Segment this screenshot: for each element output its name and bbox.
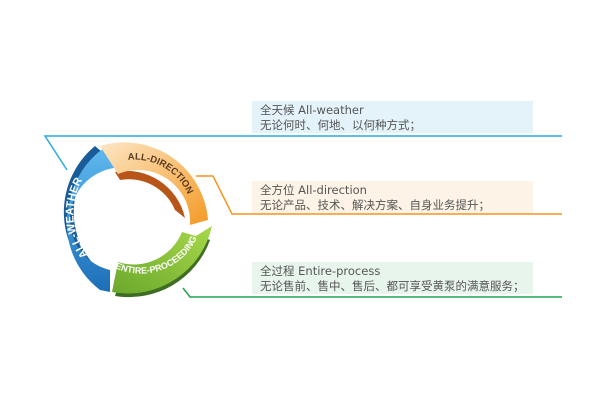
info-title: 全方位 All-direction bbox=[260, 183, 367, 197]
info-box-entire-process: 全过程 Entire-process 无论售前、售中、售后、都可享受黄泵的满意服… bbox=[252, 262, 533, 294]
info-title: 全天候 All-weather bbox=[260, 103, 364, 117]
connector-line-entire-process bbox=[182, 287, 562, 298]
ring-segment-all-weather bbox=[66, 148, 114, 292]
info-description: 无论何时、何地、以何种方式； bbox=[260, 118, 421, 132]
ring-depth-orange bbox=[115, 170, 185, 218]
ring-segment-all-direction bbox=[100, 142, 208, 225]
connector-line-all-direction bbox=[196, 175, 562, 215]
info-description: 无论售前、售中、售后、都可享受黄泵的满意服务； bbox=[260, 279, 525, 293]
info-box-all-direction: 全方位 All-direction 无论产品、技术、解决方案、自身业务提升； bbox=[252, 181, 533, 213]
ring-segment-entire-proceeding bbox=[112, 226, 212, 294]
info-title: 全过程 Entire-process bbox=[260, 264, 381, 278]
info-box-all-weather: 全天候 All-weather 无论何时、何地、以何种方式； bbox=[252, 101, 533, 133]
connector-line-all-weather bbox=[43, 135, 562, 171]
info-description: 无论产品、技术、解决方案、自身业务提升； bbox=[260, 198, 490, 212]
